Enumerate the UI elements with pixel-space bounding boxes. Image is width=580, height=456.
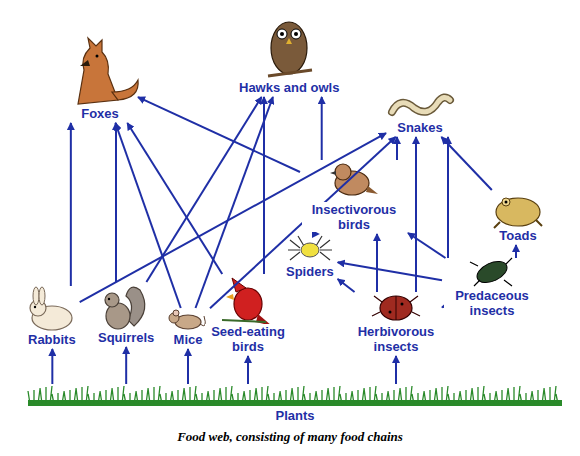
illustration-slot — [371, 292, 421, 324]
illustration-slot — [28, 286, 76, 332]
organism-node: Squirrels — [94, 282, 158, 347]
illustration-slot — [27, 384, 563, 408]
feeding-arrow — [127, 123, 222, 274]
organism-label: Mice — [172, 332, 205, 347]
toad-drawing — [494, 198, 542, 228]
organism-label: Seed-eating birds — [205, 324, 291, 354]
illustration-slot — [64, 36, 136, 106]
feeding-arrow — [146, 97, 261, 282]
feeding-arrow — [321, 97, 323, 160]
feeding-arrow — [51, 349, 53, 384]
organism-label: Predaceous insects — [444, 288, 540, 318]
illustration-slot — [388, 92, 452, 120]
organism-label: Spiders — [284, 264, 336, 279]
squirrel-drawing — [105, 287, 145, 329]
illustration-slot — [220, 274, 276, 324]
organism-node: Seed-eating birds — [203, 274, 293, 356]
fox-drawing — [78, 38, 138, 104]
feeding-arrow — [125, 347, 127, 384]
illustration-slot — [492, 190, 544, 228]
grass-drawing — [28, 386, 562, 406]
organism-label: Insectivorous birds — [302, 202, 406, 232]
illustration-slot — [101, 282, 151, 330]
predaceous-insect-drawing — [470, 257, 512, 287]
herbivorous-insect-drawing — [372, 296, 420, 320]
feeding-arrow — [447, 137, 449, 258]
organism-label: Plants — [273, 408, 316, 423]
figure-caption: Food web, consisting of many food chains — [0, 429, 580, 445]
illustration-slot — [259, 8, 319, 80]
organism-node: Foxes — [62, 36, 138, 123]
organism-label: Squirrels — [96, 330, 156, 345]
feeding-arrow — [395, 356, 397, 384]
feeding-arrow — [263, 97, 265, 274]
organism-label: Herbivorous insects — [348, 324, 444, 354]
organism-label: Rabbits — [26, 332, 78, 347]
illustration-slot — [168, 308, 208, 332]
feeding-arrow — [376, 234, 378, 292]
feeding-arrow — [138, 97, 300, 172]
seed-eating-bird-drawing — [222, 278, 272, 326]
owl-drawing — [268, 22, 312, 76]
feeding-arrow — [408, 233, 446, 258]
organism-node: Mice — [166, 308, 210, 349]
organism-node: Hawks and owls — [235, 8, 343, 97]
snake-drawing — [392, 97, 450, 112]
feeding-arrow — [247, 356, 249, 384]
organism-node: Predaceous insects — [442, 258, 542, 320]
organism-node: Insectivorous birds — [300, 160, 408, 234]
feeding-arrow — [338, 262, 442, 280]
feeding-arrow — [115, 123, 117, 282]
organism-label: Snakes — [395, 120, 445, 135]
illustration-slot — [329, 160, 379, 202]
feeding-arrow — [515, 245, 517, 258]
feeding-arrow — [415, 137, 417, 292]
organism-node: Spiders — [282, 234, 338, 281]
spider-drawing — [288, 236, 332, 260]
illustration-slot — [287, 234, 333, 264]
feeding-arrow — [187, 349, 189, 384]
organism-node: Snakes — [386, 92, 454, 137]
organism-label: Hawks and owls — [237, 80, 341, 95]
organism-node: Plants — [25, 384, 565, 425]
feeding-arrow — [396, 137, 398, 160]
illustration-slot — [467, 258, 517, 288]
feeding-arrow — [70, 123, 72, 286]
feeding-arrow — [115, 123, 180, 308]
organism-node: Herbivorous insects — [346, 292, 446, 356]
rabbit-drawing — [30, 287, 72, 330]
feeding-arrow — [441, 137, 491, 190]
organism-node: Rabbits — [24, 286, 80, 349]
mouse-drawing — [169, 310, 205, 329]
feeding-arrow — [338, 279, 355, 292]
organism-node: Toads — [490, 190, 546, 245]
organism-label: Toads — [497, 228, 538, 243]
organism-label: Foxes — [79, 106, 121, 121]
